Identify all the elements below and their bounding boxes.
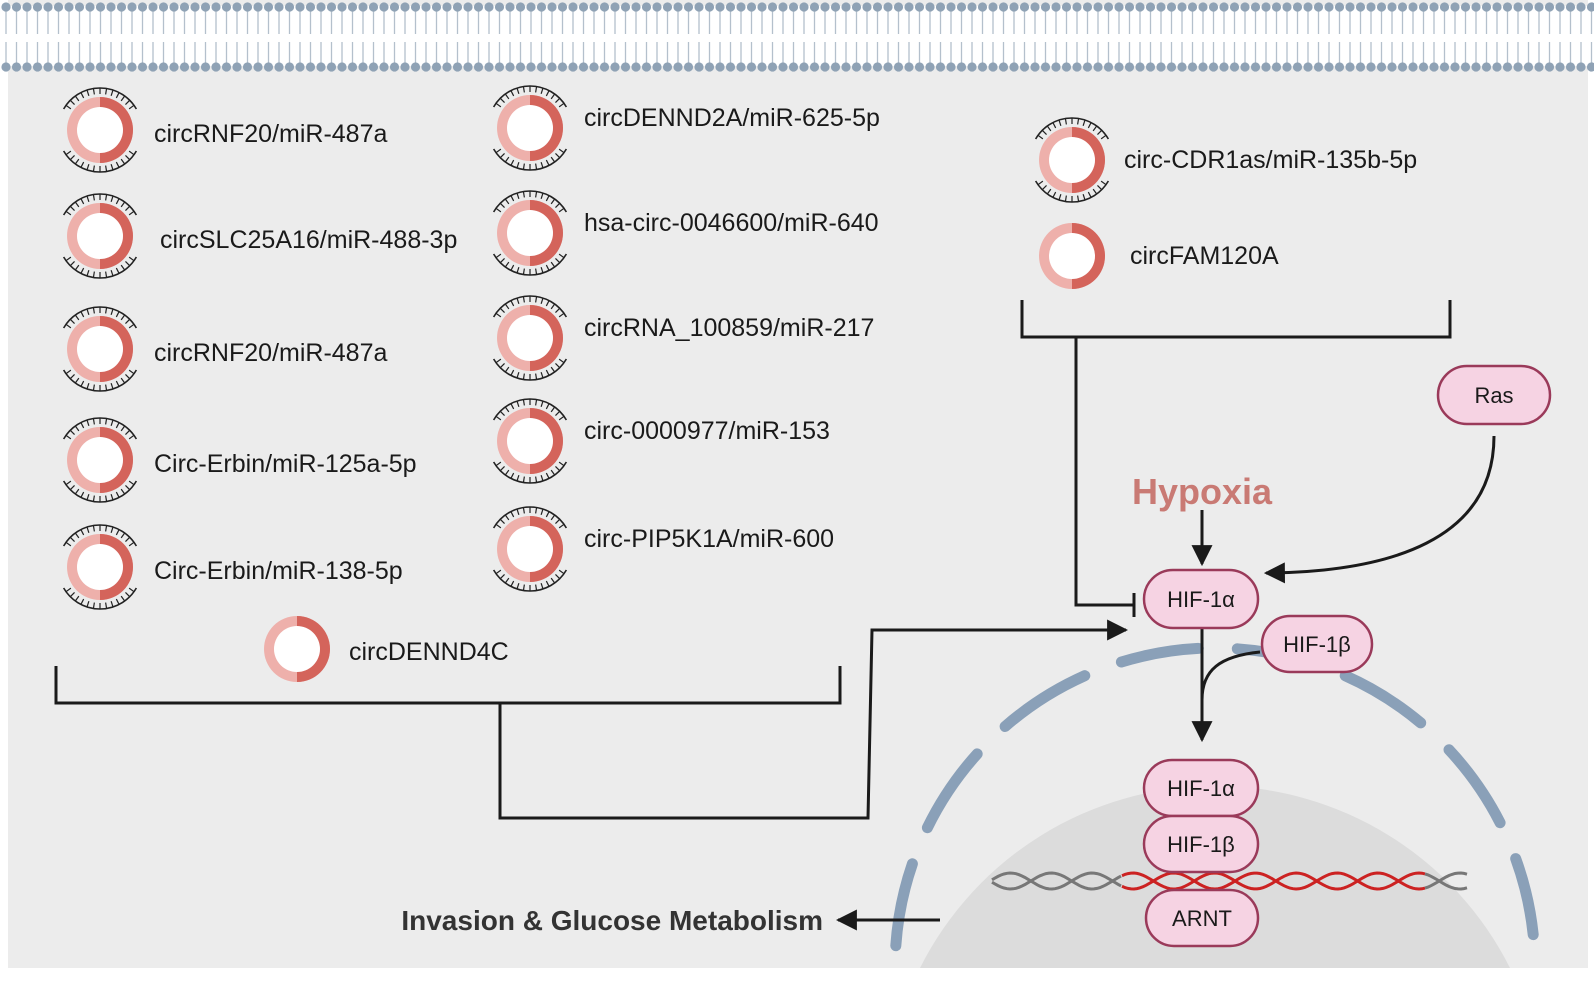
cell-membrane: [0, 2, 1594, 72]
circrna-bottom-label: circDENND4C: [349, 638, 509, 666]
arnt-label: ARNT: [1172, 906, 1232, 931]
nucleoplasm: [920, 785, 1510, 968]
left-bracket: [54, 666, 842, 705]
circrna-left-item: Circ-Erbin/miR-125a-5p: [62, 417, 417, 503]
promote-arrow: [498, 619, 1129, 820]
circrna-right-item: circFAM120A: [1039, 223, 1279, 289]
ras-node: Ras: [1436, 364, 1552, 426]
hif1b-nuc-node: HIF-1β: [1142, 814, 1260, 874]
hif1a-nuc-label: HIF-1α: [1167, 776, 1235, 801]
circrna-left-item: circRNF20/miR-487a: [62, 87, 387, 173]
circrna-left-label: circSLC25A16/miR-488-3p: [160, 226, 457, 254]
circrna-left-label: circRNF20/miR-487a: [154, 120, 387, 148]
circrna-right-label: circFAM120A: [1130, 242, 1279, 270]
ras-arrow: [1263, 435, 1496, 584]
ras-label: Ras: [1474, 383, 1513, 408]
hif1b-cyto-label: HIF-1β: [1283, 632, 1351, 657]
circrna-middle-item: circ-PIP5K1A/miR-600: [492, 506, 834, 592]
circrna-left-label: circRNF20/miR-487a: [154, 339, 387, 367]
hif1a-cyto-label: HIF-1α: [1167, 587, 1235, 612]
arnt-node: ARNT: [1144, 888, 1260, 948]
hif1b-join-line: [1200, 650, 1261, 701]
right-bracket: [1020, 300, 1452, 339]
circrna-middle-label: circDENND2A/miR-625-5p: [584, 104, 880, 132]
hif1a-nuc-node: HIF-1α: [1142, 758, 1260, 818]
circrna-bottom-item: circDENND4C: [264, 616, 509, 682]
hif1b-nuc-label: HIF-1β: [1167, 832, 1235, 857]
circrna-left-item: circRNF20/miR-487a: [62, 306, 387, 392]
hif1b-cyto-node: HIF-1β: [1260, 614, 1374, 674]
circrna-middle-item: circDENND2A/miR-625-5p: [492, 85, 880, 171]
hif1a-cyto-node: HIF-1α: [1142, 568, 1260, 630]
circrna-right-label: circ-CDR1as/miR-135b-5p: [1124, 146, 1417, 174]
circrna-middle-label: circ-0000977/miR-153: [584, 417, 830, 445]
circrna-left-label: Circ-Erbin/miR-125a-5p: [154, 450, 417, 478]
inhibit-line: [1074, 337, 1134, 607]
circrna-middle-label: circRNA_100859/miR-217: [584, 314, 874, 342]
circrna-list: circRNF20/miR-487a circSLC25A16/miR-488-3…: [62, 85, 1417, 682]
circrna-middle-label: circ-PIP5K1A/miR-600: [584, 525, 834, 553]
nucleus: [890, 642, 1539, 968]
hypoxia-label: Hypoxia: [1132, 471, 1273, 512]
circrna-middle-item: hsa-circ-0046600/miR-640: [492, 190, 879, 276]
circrna-middle-item: circ-0000977/miR-153: [492, 398, 830, 484]
circrna-middle-item: circRNA_100859/miR-217: [492, 295, 874, 381]
circrna-left-label: Circ-Erbin/miR-138-5p: [154, 557, 403, 585]
outcome-label: Invasion & Glucose Metabolism: [401, 905, 823, 936]
circrna-right-item: circ-CDR1as/miR-135b-5p: [1034, 117, 1417, 203]
circrna-left-item: Circ-Erbin/miR-138-5p: [62, 524, 403, 610]
connectors: [54, 300, 1496, 931]
circrna-middle-label: hsa-circ-0046600/miR-640: [584, 209, 879, 237]
circrna-left-item: circSLC25A16/miR-488-3p: [62, 193, 457, 279]
